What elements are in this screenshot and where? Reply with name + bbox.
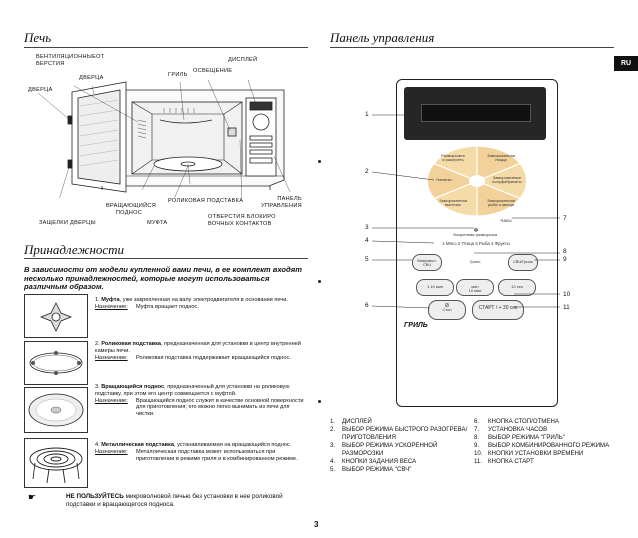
dial-label-frozen-bakery: Замороженная выпечка — [439, 198, 467, 208]
pointing-hand-icon: ☛ — [28, 492, 37, 502]
turntable-image — [24, 387, 88, 433]
accessory-item-3: 3. Вращающийся поднос, предназначенный д… — [95, 384, 304, 418]
accessory-item-2: 2. Роликовая подставка, предназначенная … — [95, 341, 301, 361]
combi-button[interactable]: СВЧ/Гриль — [508, 254, 538, 271]
callout-11: 11 — [563, 304, 570, 311]
grill-button[interactable]: Гриль — [469, 259, 481, 264]
microwave-button[interactable]: Микровол. СВЧ — [412, 254, 442, 271]
time-10sec-button[interactable]: 10 сек — [498, 279, 536, 296]
callout-7: 7 — [563, 215, 567, 222]
legend-item: 3.ВЫБОР РЕЖИМА УСКОРЕННОЙ РАЗМОРОЗКИ — [330, 442, 438, 457]
callout-4: 4 — [365, 237, 369, 244]
label-vents: ВЕНТИЛЯЦИОННЫЕОТ ВЕРСТИЯ — [36, 54, 105, 67]
callout-3: 3 — [365, 224, 369, 231]
legend-item: 10.КНОПКИ УСТАНОВКИ ВРЕМЕНИ — [474, 450, 584, 457]
defrost-icon: ❄ — [473, 228, 479, 234]
label-interlock: ОТВЕРСТИЯ БЛОКИРО ВОЧНЫХ КОНТАКТОВ — [208, 214, 276, 227]
label-grill: ГРИЛЬ — [168, 72, 188, 78]
dial-label-reheat: Разморозить и разогреть — [441, 153, 465, 163]
margin-dot — [318, 280, 321, 283]
label-turntable-support: РОЛИКОВАЯ ПОДСТАВКА — [168, 198, 244, 204]
start-button[interactable]: СТАРТ / + 30 сек — [472, 300, 524, 320]
callout-2: 2 — [365, 168, 369, 175]
display-screen — [421, 104, 531, 122]
label-tray: ВРАЩАЮЩИЙСЯ ПОДНОС — [106, 203, 157, 216]
label-door-top: ДВЕРЦА — [79, 75, 104, 81]
control-panel-section-title: Панель управления — [330, 30, 435, 45]
accessory-item-1: 1. Муфта, уже закрепленная на валу элект… — [95, 297, 288, 310]
oven-illustration — [37, 80, 291, 198]
legend-item: 1.ДИСПЛЕЙ — [330, 418, 372, 425]
callout-5: 5 — [365, 256, 369, 263]
legend-item: 5.ВЫБОР РЕЖИМА "СВЧ" — [330, 466, 412, 473]
dial-label-frozen-meals: Замороженные полуфабрикаты — [492, 175, 522, 185]
dial-label-frozen-fish: Замороженная рыба и овощи — [487, 198, 515, 208]
auto-cook-dial[interactable] — [427, 146, 527, 216]
warning-note: НЕ ПОЛЬЗУЙТЕСЬ микроволновой печью без у… — [66, 493, 283, 508]
label-light: ОСВЕЩЕНИЕ — [193, 68, 233, 74]
label-door-left: ДВЕРЦА — [28, 87, 53, 93]
margin-dot — [318, 160, 321, 163]
coupler-icon — [39, 302, 73, 332]
clock-button[interactable]: Часы — [500, 218, 512, 223]
label-panel: ПАНЕЛЬ УПРАВЛЕНИЯ — [261, 196, 302, 209]
page-number: 3 — [314, 520, 319, 529]
weight-buttons[interactable]: 1 Мясо 2 Птица 3 Рыба 4 Фрукты — [442, 241, 510, 246]
language-tab: RU — [614, 56, 638, 71]
divider — [330, 47, 614, 48]
stop-button[interactable]: ⊘Стоп — [428, 300, 466, 320]
divider — [24, 258, 308, 259]
callout-leaders — [371, 114, 560, 309]
metal-rack-image — [24, 438, 88, 488]
legend-item: 9.ВЫБОР КОМБИНИРОВАННОГО РЕЖИМА — [474, 442, 610, 449]
metal-rack-icon — [29, 447, 83, 484]
callout-9: 9 — [563, 256, 567, 263]
label-display: ДИСПЛЕЙ — [228, 57, 258, 63]
dial-label-pizza: Замороженная пицца — [487, 153, 515, 163]
legend-item: 8.ВЫБОР РЕЖИМА "ГРИЛЬ" — [474, 434, 565, 441]
roller-ring-icon — [29, 351, 83, 375]
legend-item: 2.ВЫБОР РЕЖИМА БЫСТРОГО РАЗОГРЕВА/ ПРИГО… — [330, 426, 468, 441]
accessories-section-title: Принадлежности — [24, 242, 125, 257]
callout-1: 1 — [365, 111, 369, 118]
oven-section-title: Печь — [24, 30, 52, 45]
label-coupler: МУФТА — [147, 220, 168, 226]
accessories-intro: В зависимости от модели купленной вами п… — [24, 265, 302, 291]
margin-dot — [318, 400, 321, 403]
dial-label-drinks: Напитки — [436, 177, 452, 182]
callout-6: 6 — [365, 302, 369, 309]
speed-defrost-button[interactable]: Ускоренная разморозка — [452, 232, 498, 237]
callout-10: 10 — [563, 291, 571, 298]
label-latches: ЗАЩЕЛКИ ДВЕРЦЫ — [39, 220, 96, 226]
brand-label: ГРИЛЬ — [404, 322, 428, 329]
legend-right: 6.КНОПКА СТОП/ОТМЕНА 7.УСТАНОВКА ЧАСОВ 8… — [474, 418, 614, 466]
divider — [24, 47, 308, 48]
legend-item: 6.КНОПКА СТОП/ОТМЕНА — [474, 418, 559, 425]
stop-icon: ⊘ — [444, 303, 450, 309]
legend-item: 4.КНОПКИ ЗАДАНИЯ ВЕСА — [330, 458, 417, 465]
callout-8: 8 — [563, 248, 567, 255]
turntable-icon — [28, 393, 84, 427]
legend-item: 11.КНОПКА СТАРТ — [474, 458, 534, 465]
time-1min-button[interactable]: 1 10 мин — [416, 279, 454, 296]
coupler-image — [24, 294, 88, 338]
legend-left: 1.ДИСПЛЕЙ 2.ВЫБОР РЕЖИМА БЫСТРОГО РАЗОГР… — [330, 418, 470, 474]
legend-item: 7.УСТАНОВКА ЧАСОВ — [474, 426, 548, 433]
roller-ring-image — [24, 341, 88, 385]
accessory-item-4: 4. Металлическая подставка, устанавливае… — [95, 442, 298, 462]
